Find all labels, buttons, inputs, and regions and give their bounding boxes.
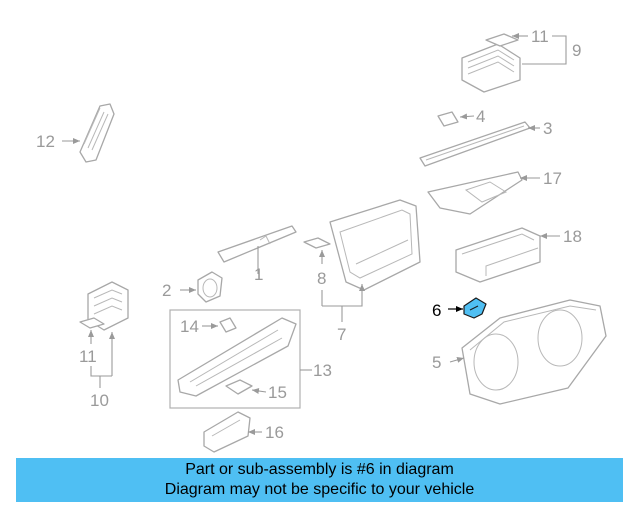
callout-label-8: 8	[317, 269, 326, 288]
part-9-air-vent	[461, 33, 521, 93]
part-18-module: 18	[455, 227, 582, 283]
part-8-clip: 8	[303, 237, 331, 288]
callout-label-18: 18	[563, 227, 582, 246]
callout-label-10: 10	[90, 391, 109, 410]
part-12-vent: 12	[36, 103, 115, 163]
callout-label-11-lower: 11	[79, 347, 97, 366]
banner-line-1: Part or sub-assembly is #6 in diagram	[185, 461, 454, 478]
callout-label-6: 6	[432, 301, 441, 320]
part-1-trim: 1	[217, 225, 297, 284]
info-banner: Part or sub-assembly is #6 in diagram Di…	[16, 458, 623, 502]
callout-label-15: 15	[268, 383, 287, 402]
callout-label-11: 11	[531, 27, 549, 46]
part-13-group: 13 14 15	[169, 309, 332, 409]
callout-11-top: 11 9	[512, 27, 581, 65]
callout-label-5: 5	[432, 353, 441, 372]
callout-label-12: 12	[36, 132, 55, 151]
callout-label-17: 17	[543, 169, 562, 188]
part-5-instrument-cluster: 5	[432, 299, 607, 405]
callout-label-7: 7	[337, 325, 346, 344]
callout-label-2: 2	[162, 281, 171, 300]
part-16-glovebox: 16	[203, 411, 284, 453]
callout-label-9: 9	[572, 41, 581, 60]
part-17-panel: 17	[427, 169, 562, 215]
part-2-knob: 2	[162, 271, 223, 303]
callout-label-16: 16	[265, 423, 284, 442]
part-4-clip: 4	[437, 107, 485, 127]
callout-label-13: 13	[313, 361, 332, 380]
callout-label-3: 3	[543, 119, 552, 138]
banner-line-2: Diagram may not be specific to your vehi…	[164, 481, 475, 498]
callout-label-4: 4	[476, 107, 485, 126]
part-7-bezel: 7	[321, 199, 421, 344]
part-10-vent: 11 10	[79, 281, 129, 410]
callout-label-1: 1	[254, 265, 263, 284]
part-3-trim: 3	[419, 119, 552, 167]
callout-label-14: 14	[180, 317, 199, 336]
part-6-highlighted: 6	[432, 297, 487, 320]
